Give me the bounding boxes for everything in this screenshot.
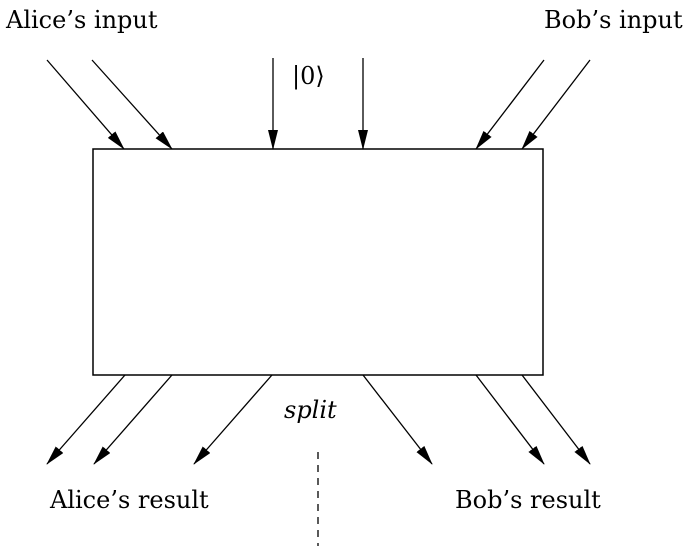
bob-input-arrow-2 [521, 59, 591, 150]
alice-input-arrow-1 [46, 59, 125, 150]
alice-result-label: Alice’s result [49, 486, 209, 514]
bob-result-label: Bob’s result [455, 486, 601, 514]
alice-input-label: Alice’s input [5, 6, 158, 34]
split-left-arrow [193, 374, 273, 465]
central-operation-box [92, 148, 544, 376]
bob-result-arrow-2 [521, 374, 591, 465]
ancilla-ket-label: |0⟩ [292, 62, 325, 91]
alice-result-arrow-2 [93, 374, 173, 465]
alice-result-arrow-1 [46, 374, 126, 465]
split-right-arrow [362, 374, 433, 465]
alice-input-arrow-2 [91, 59, 173, 150]
bob-input-arrow-1 [475, 59, 545, 150]
bob-input-label: Bob’s input [544, 6, 683, 34]
split-label: split [284, 396, 337, 424]
bob-result-arrow-1 [475, 374, 545, 465]
